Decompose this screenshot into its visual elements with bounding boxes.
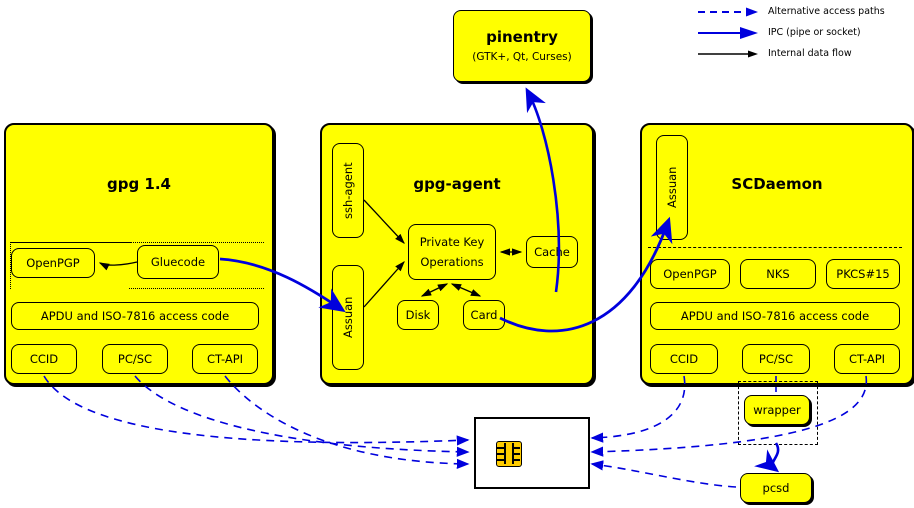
alt-path-scd-ccid-to-card [590, 375, 686, 443]
smartcard-chip-icon [496, 441, 522, 467]
scdaemon-app-openpgp[interactable]: OpenPGP [650, 259, 730, 289]
gpg-agent-ssh-agent-box[interactable]: ssh-agent [332, 143, 364, 238]
gpg-driver-ccid[interactable]: CCID [11, 344, 77, 374]
gpg-agent-disk-box[interactable]: Disk [397, 300, 439, 330]
legend-item-alt-access: Alternative access paths [696, 2, 885, 20]
gpg-apdu-box[interactable]: APDU and ISO-7816 access code [11, 302, 259, 330]
alt-path-pcsd-to-card [590, 460, 737, 488]
legend: Alternative access paths IPC (pipe or so… [696, 2, 910, 60]
scdaemon-divider [648, 247, 902, 248]
legend-swatch-ipc [696, 25, 762, 39]
legend-swatch-internal [696, 46, 762, 60]
pcsd-box[interactable]: pcsd [740, 473, 812, 503]
wrapper-box[interactable]: wrapper [744, 395, 810, 425]
alt-path-gpg-ctapi-to-card [224, 375, 470, 469]
private-key-ops-line2: Operations [420, 254, 484, 269]
alt-path-gpg-ccid-to-card [43, 375, 470, 446]
alt-path-gpg-pcsc-to-card [134, 375, 470, 457]
pinentry-subtitle: (GTK+, Qt, Curses) [472, 51, 572, 64]
scdaemon-apdu-box[interactable]: APDU and ISO-7816 access code [650, 302, 900, 330]
scdaemon-title: SCDaemon [731, 175, 823, 193]
gpg-agent-private-key-ops-box[interactable]: Private Key Operations [408, 224, 496, 280]
gpg-agent-title: gpg-agent [413, 175, 501, 193]
gpg-title: gpg 1.4 [106, 175, 171, 193]
scdaemon-driver-ctapi[interactable]: CT-API [834, 344, 900, 374]
scdaemon-app-nks[interactable]: NKS [740, 259, 816, 289]
pinentry-box[interactable]: pinentry (GTK+, Qt, Curses) [453, 10, 591, 82]
legend-item-ipc: IPC (pipe or socket) [696, 23, 861, 41]
private-key-ops-line1: Private Key [419, 235, 485, 250]
gpg-agent-assuan-box[interactable]: Assuan [332, 265, 364, 370]
scdaemon-app-pkcs15[interactable]: PKCS#15 [826, 259, 900, 289]
legend-label-ipc: IPC (pipe or socket) [768, 26, 861, 38]
gpg-agent-cache-box[interactable]: Cache [526, 236, 578, 268]
alt-path-scd-ctapi-to-card [590, 375, 868, 457]
gpg-openpgp-region-right [129, 242, 264, 289]
gpg-driver-ctapi[interactable]: CT-API [192, 344, 258, 374]
smartcard[interactable] [474, 417, 590, 489]
gpg-region-top-edge [10, 242, 264, 243]
gpg-agent-card-box[interactable]: Card [463, 300, 505, 330]
scdaemon-driver-pcsc[interactable]: PC/SC [742, 344, 810, 374]
gpg-openpgp-box[interactable]: OpenPGP [11, 248, 95, 278]
scdaemon-driver-ccid[interactable]: CCID [650, 344, 718, 374]
gpg-gluecode-box[interactable]: Gluecode [137, 245, 219, 279]
scdaemon-assuan-box[interactable]: Assuan [656, 135, 688, 240]
legend-swatch-alt-access [696, 4, 762, 18]
pinentry-title: pinentry [486, 27, 558, 46]
legend-label-internal: Internal data flow [768, 47, 852, 59]
legend-item-internal: Internal data flow [696, 44, 852, 62]
ipc-wrapper-to-pcsd [754, 442, 780, 473]
gpg-driver-pcsc[interactable]: PC/SC [102, 344, 168, 374]
legend-label-alt-access: Alternative access paths [768, 5, 885, 17]
